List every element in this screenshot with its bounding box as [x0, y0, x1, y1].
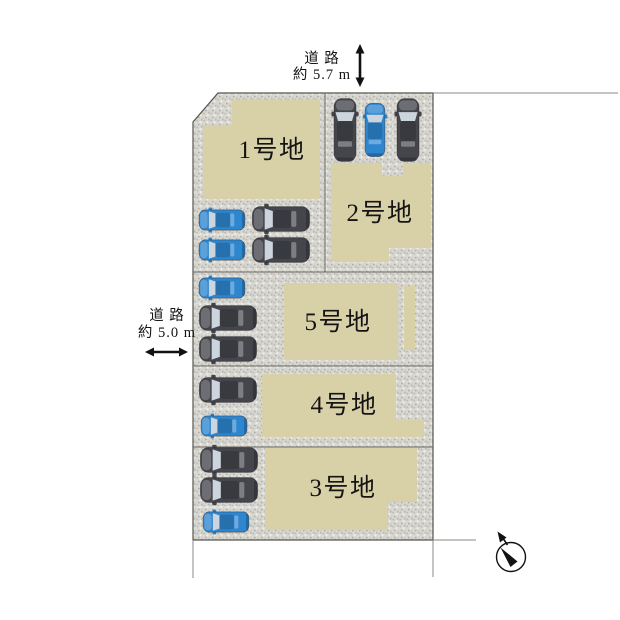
- car-top-dark-icon: [330, 98, 360, 162]
- top-road-name-label: 道 路: [304, 50, 340, 67]
- lot3-label: 3号地: [309, 474, 376, 502]
- car-dark-icon: [198, 333, 258, 365]
- car-dark-icon: [199, 474, 259, 506]
- building-footprints: [203, 100, 431, 530]
- car-blue-icon: [198, 207, 246, 233]
- left-road-width-arrow-icon: [145, 347, 188, 357]
- lot5-building-footprint: [284, 283, 415, 360]
- lot3-parking: [199, 444, 259, 535]
- left-road-name-label: 道 路: [149, 307, 185, 324]
- north-compass-icon: [495, 531, 527, 573]
- car-blue-icon: [198, 237, 246, 263]
- lot5-label: 5号地: [304, 308, 371, 336]
- lot1-building-footprint: [203, 100, 320, 199]
- parking-stall-lines: [196, 103, 394, 508]
- boundary-extension-lines: [192, 92, 618, 578]
- lot2-building-footprint: [331, 163, 431, 262]
- car-dark-icon: [198, 302, 258, 334]
- car-dark-icon: [199, 444, 259, 476]
- car-blue-icon: [200, 413, 248, 439]
- car-top-dark-icon: [393, 98, 423, 162]
- car-dark-icon: [198, 374, 258, 406]
- lot4-label: 4号地: [310, 391, 377, 419]
- lot4-building-footprint: [262, 374, 424, 437]
- left-road-annotation: 道 路 約 5.0 m: [138, 307, 196, 357]
- top-row-parking: [330, 98, 423, 162]
- car-top-blue-icon: [362, 102, 388, 158]
- lot3-building-footprint: [265, 448, 417, 530]
- car-blue-icon: [202, 509, 250, 535]
- car-blue-icon: [198, 275, 246, 301]
- car-dark-icon: [251, 234, 311, 266]
- lot1-label: 1号地: [238, 136, 305, 164]
- car-dark-icon: [251, 203, 311, 235]
- top-road-width-label: 約 5.7 m: [293, 66, 351, 83]
- top-road-annotation: 道 路 約 5.7 m: [293, 44, 365, 87]
- left-road-width-label: 約 5.0 m: [138, 324, 196, 341]
- top-road-width-arrow-icon: [355, 44, 365, 87]
- lot-dividers: [193, 93, 433, 448]
- lot2-label: 2号地: [346, 199, 413, 227]
